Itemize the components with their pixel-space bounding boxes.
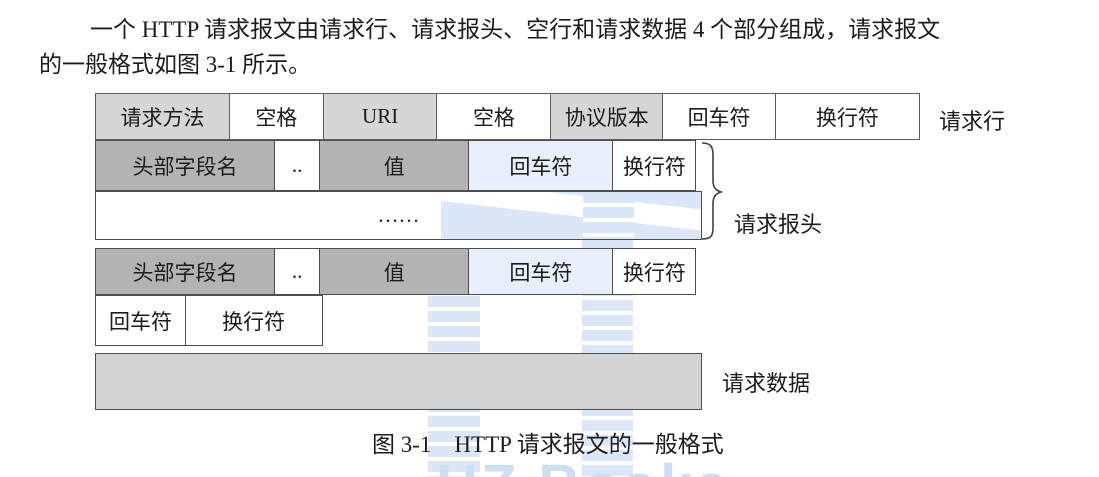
cell-lf: 换行符 xyxy=(774,93,920,140)
cell-lf: 换行符 xyxy=(612,140,697,191)
cell-value: 值 xyxy=(319,248,470,295)
watermark-logo-text: HZ Books xyxy=(436,452,731,477)
figure-caption: 图 3-1 HTTP 请求报文的一般格式 xyxy=(372,432,724,457)
cell-label: 头部字段名 xyxy=(132,154,238,179)
cell-space: 空格 xyxy=(436,93,552,140)
cell-label: .. xyxy=(291,259,303,283)
watermark-stripe-bar xyxy=(583,192,634,239)
cell-label: 协议版本 xyxy=(564,105,649,130)
diagram-row-header-field: 头部字段名 .. 值 回车符 换行符 xyxy=(95,140,697,191)
cell-label: 空格 xyxy=(472,105,515,130)
diagram-row-ellipsis: …… xyxy=(95,191,702,240)
cell-label: 换行符 xyxy=(815,105,879,130)
cell-colon: .. xyxy=(273,140,321,191)
cell-label: 换行符 xyxy=(622,260,686,285)
label-request-data: 请求数据 xyxy=(722,371,811,396)
diagram-row-blank-line: 回车符 换行符 xyxy=(95,295,323,346)
paragraph-line-1: 一个 HTTP 请求报文由请求行、请求报头、空行和请求数据 4 个部分组成，请求… xyxy=(90,17,941,42)
cell-label: …… xyxy=(377,203,420,227)
cell-cr: 回车符 xyxy=(467,140,614,191)
cell-request-data xyxy=(95,353,702,410)
cell-label: 头部字段名 xyxy=(132,260,238,285)
cell-cr: 回车符 xyxy=(467,248,614,295)
cell-header-field-name: 头部字段名 xyxy=(95,248,275,295)
cell-label: 值 xyxy=(383,154,405,179)
cell-value: 值 xyxy=(319,140,470,191)
cell-label: 换行符 xyxy=(222,309,286,334)
cell-ellipsis: …… xyxy=(95,191,702,240)
cell-colon: .. xyxy=(273,248,321,295)
cell-lf: 换行符 xyxy=(184,295,323,346)
cell-label: 请求方法 xyxy=(120,105,205,130)
cell-label: 回车符 xyxy=(109,309,172,334)
label-request-headers: 请求报头 xyxy=(734,212,823,237)
label-request-line: 请求行 xyxy=(939,109,1006,134)
cell-header-field-name: 头部字段名 xyxy=(95,140,275,191)
cell-label: .. xyxy=(291,153,303,177)
cell-label: 回车符 xyxy=(509,260,573,285)
cell-space: 空格 xyxy=(228,93,324,140)
cell-label: URI xyxy=(362,104,399,128)
cell-cr: 回车符 xyxy=(95,295,186,346)
cell-label: 空格 xyxy=(255,105,298,130)
brace-right xyxy=(701,142,723,240)
cell-label: 回车符 xyxy=(687,105,751,130)
cell-request-method: 请求方法 xyxy=(95,93,230,140)
cell-label: 回车符 xyxy=(509,154,573,179)
paragraph-line-2: 的一般格式如图 3-1 所示。 xyxy=(39,52,312,77)
cell-cr: 回车符 xyxy=(662,93,777,140)
diagram-row-header-field: 头部字段名 .. 值 回车符 换行符 xyxy=(95,248,697,295)
cell-label: 值 xyxy=(383,260,405,285)
cell-lf: 换行符 xyxy=(612,248,697,295)
cell-label: 换行符 xyxy=(622,154,686,179)
cell-uri: URI xyxy=(322,93,438,140)
diagram-row-request-line: 请求方法 空格 URI 空格 协议版本 回车符 换行符 xyxy=(95,93,920,140)
cell-protocol-version: 协议版本 xyxy=(550,93,664,140)
diagram-row-request-data xyxy=(95,353,702,410)
